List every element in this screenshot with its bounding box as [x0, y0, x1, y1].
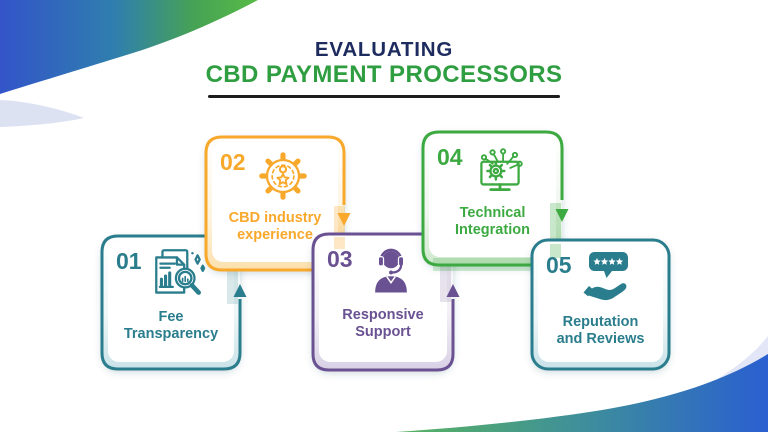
flow-arrow-04-down-icon [555, 209, 569, 222]
flow-arrow-02-down-icon [337, 213, 351, 226]
flow-arrow-01-up-icon [233, 284, 247, 297]
title-block: EVALUATING CBD PAYMENT PROCESSORS [0, 38, 768, 98]
card-02-panel [204, 135, 351, 272]
background-swoosh-bottom-right [396, 336, 768, 432]
background-swoosh-top-left [0, 0, 258, 127]
flow-arrow-03-up-icon [446, 284, 460, 297]
card-05-border [530, 238, 671, 371]
title-line-1: EVALUATING [314, 38, 454, 61]
card-04-panel [421, 130, 569, 271]
card-05-panel [530, 238, 671, 371]
title-line-2: CBD PAYMENT PROCESSORS [205, 61, 563, 88]
title-underline [208, 95, 560, 98]
